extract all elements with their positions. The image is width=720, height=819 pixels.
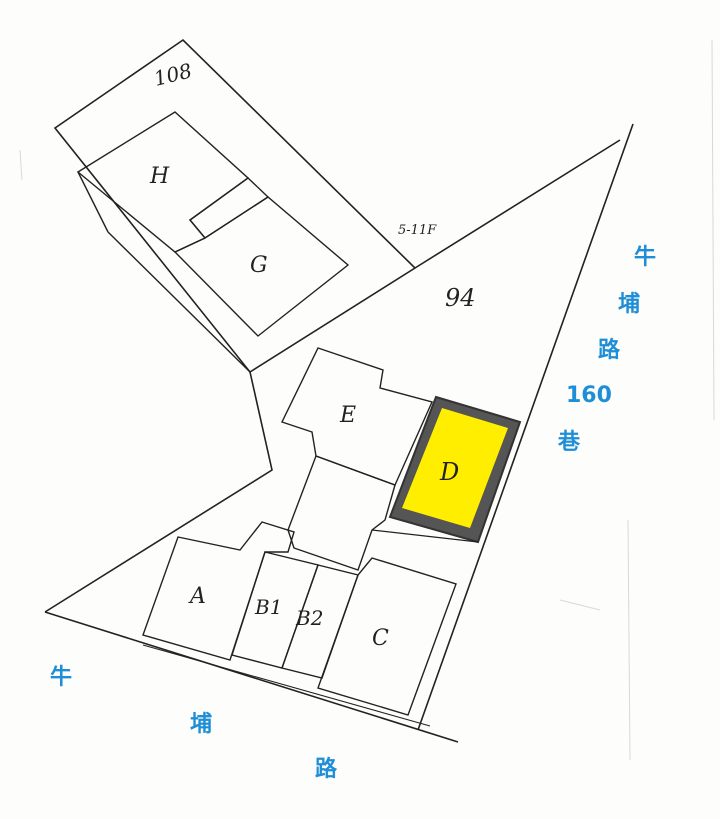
building-label-a: A [188, 584, 206, 609]
main-road-char-3: 路 [315, 757, 338, 782]
lane-road-char-2: 埔 [618, 292, 641, 317]
building-label-g: G [250, 253, 268, 278]
frontage-line [142, 644, 431, 727]
parcel-number-108: 108 [151, 58, 194, 91]
main-road-char-2: 埔 [190, 712, 213, 737]
lane-road-char-1: 牛 [634, 245, 657, 270]
building-label-c: C [372, 626, 389, 651]
parcel-94-boundary [44, 371, 273, 613]
building-d-highlight [402, 408, 508, 528]
lane-road-number: 160 [566, 383, 612, 408]
building-label-d: D [439, 458, 459, 486]
building-c-outline [317, 557, 457, 716]
floor-note: 5-11F [398, 223, 437, 238]
road-edge-line [44, 611, 459, 743]
parcel-108-inner-line [77, 171, 109, 233]
middle-building-outline [287, 455, 396, 571]
building-gh-connector [188, 177, 270, 239]
parcel-94-boundary [414, 139, 621, 269]
main-road-char-1: 牛 [50, 665, 73, 690]
building-a-outline [142, 521, 295, 661]
building-label-b2: B2 [295, 606, 323, 630]
parcel-108-outline [53, 38, 417, 374]
lane-road-char-3: 路 [598, 338, 621, 363]
building-label-e: E [339, 403, 356, 428]
building-label-h: H [149, 164, 170, 189]
parcel-number-94: 94 [445, 284, 476, 312]
scan-noise [19, 39, 715, 761]
building-d-underline [371, 529, 479, 543]
lane-edge-line [417, 123, 634, 731]
parcel-108-inner-line [107, 231, 251, 373]
building-label-b1: B1 [254, 595, 282, 619]
lane-road-char-5: 巷 [558, 430, 581, 455]
building-g-outline [173, 196, 350, 337]
